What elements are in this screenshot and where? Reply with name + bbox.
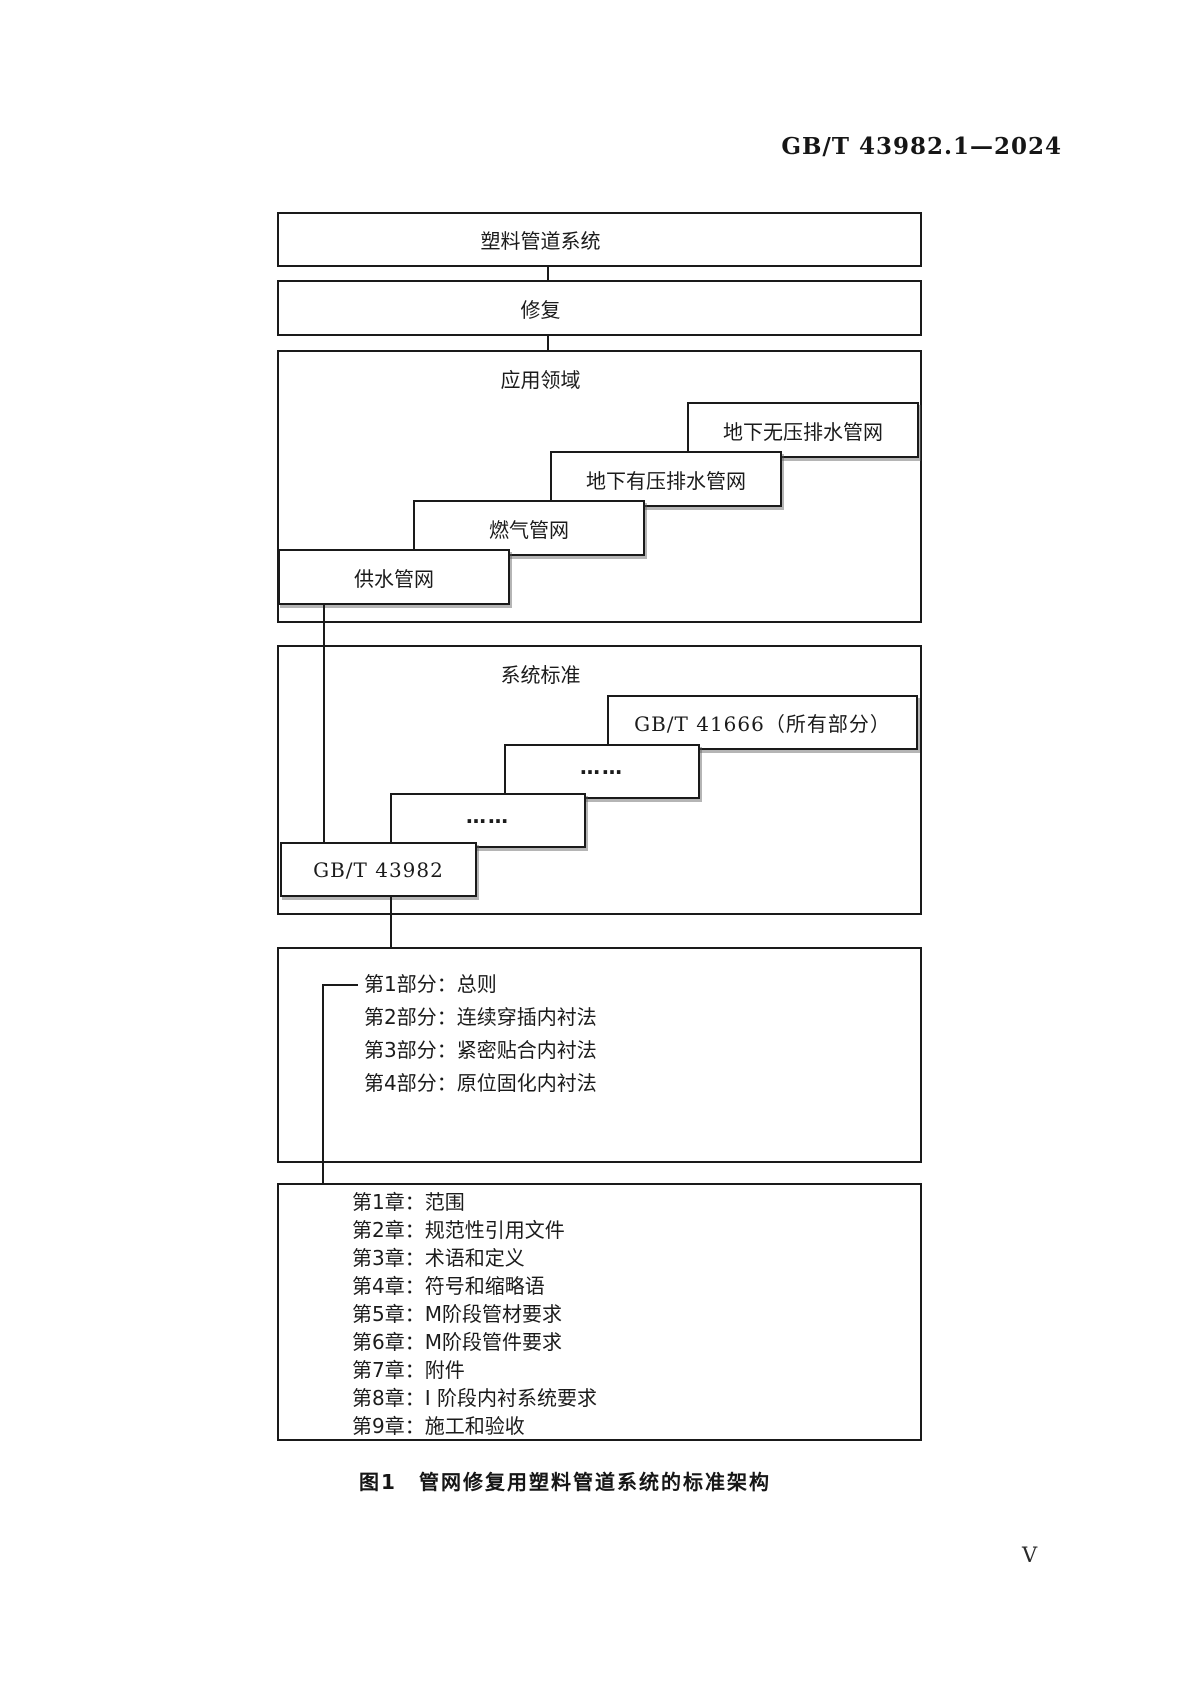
standard-ellipsis-box-2: …… [390, 793, 586, 848]
standard-label: GB/T 43982 [313, 857, 444, 882]
chapter-item: 第5章：M阶段管材要求 [352, 1302, 562, 1326]
system-standards-title: 系统标准 [500, 663, 581, 687]
parts-list: 第1部分：总则 第2部分：连续穿插内衬法 第3部分：紧密贴合内衬法 第4部分：原… [364, 968, 597, 1100]
standard-gbt41666-box: GB/T 41666（所有部分） [607, 695, 918, 750]
chapter-item: 第7章：附件 [352, 1358, 465, 1382]
plastic-piping-system-label: 塑料管道系统 [480, 229, 601, 253]
plastic-piping-system-box: 塑料管道系统 [277, 212, 922, 267]
rehabilitation-label: 修复 [520, 297, 561, 322]
chapter-item: 第4章：符号和缩略语 [352, 1274, 545, 1298]
chapter-item: 第2章：规范性引用文件 [352, 1218, 565, 1242]
connector-system-to-repair [547, 266, 549, 282]
chapter-item: 第3章：术语和定义 [352, 1246, 525, 1270]
chapter-item: 第1章：范围 [352, 1190, 465, 1214]
connector-part1-to-chapters [322, 984, 324, 1183]
connector-gbt43982-to-parts [390, 895, 392, 947]
chapter-item: 第9章：施工和验收 [352, 1414, 525, 1438]
ellipsis-label: …… [466, 803, 510, 828]
part-item: 第3部分：紧密贴合内衬法 [364, 1038, 597, 1062]
chapter-item: 第8章：I 阶段内衬系统要求 [352, 1386, 597, 1410]
ellipsis-label: …… [580, 754, 624, 779]
figure-caption: 图1 管网修复用塑料管道系统的标准架构 [359, 1470, 771, 1494]
parts-bracket-tick [322, 984, 358, 986]
app-area-pressure-sewer-box: 地下有压排水管网 [550, 451, 782, 507]
part-item: 第1部分：总则 [364, 972, 497, 996]
app-area-label: 地下无压排水管网 [723, 419, 883, 444]
app-area-gas-network-box: 燃气管网 [413, 500, 645, 556]
app-area-label: 地下有压排水管网 [586, 468, 746, 493]
app-area-non-pressure-sewer-box: 地下无压排水管网 [687, 402, 919, 458]
document-header: GB/T 43982.1—2024 [781, 133, 1062, 160]
app-area-water-supply-box: 供水管网 [278, 549, 510, 605]
connector-repair-to-application [547, 334, 549, 352]
standard-gbt43982-box: GB/T 43982 [280, 842, 477, 897]
chapter-item: 第6章：M阶段管件要求 [352, 1330, 562, 1354]
app-area-label: 燃气管网 [489, 517, 569, 542]
rehabilitation-box: 修复 [277, 280, 922, 336]
part-item: 第4部分：原位固化内衬法 [364, 1071, 597, 1095]
app-area-label: 供水管网 [354, 566, 434, 591]
connector-water-supply-to-gbt43982 [323, 603, 325, 842]
chapters-list: 第1章：范围 第2章：规范性引用文件 第3章：术语和定义 第4章：符号和缩略语 … [352, 1188, 597, 1440]
standard-ellipsis-box-1: …… [504, 744, 700, 799]
part-item: 第2部分：连续穿插内衬法 [364, 1005, 597, 1029]
application-domain-title: 应用领域 [500, 368, 581, 392]
chapters-container [277, 1183, 922, 1441]
parts-container [277, 947, 922, 1163]
standard-label: GB/T 41666（所有部分） [634, 712, 891, 736]
page-number: V [1022, 1543, 1038, 1567]
